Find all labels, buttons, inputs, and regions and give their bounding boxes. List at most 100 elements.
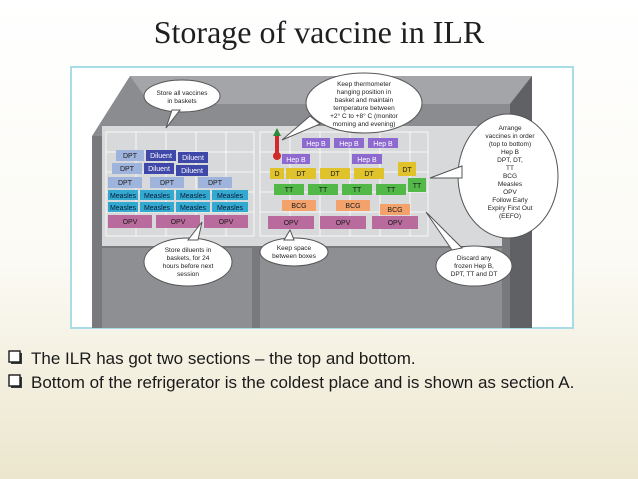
callout-keep-space: Keep space between boxes [259,228,329,267]
callout-line: between boxes [272,253,316,260]
box-label: Measles [180,193,207,200]
ilr-diagram: DPT Diluent Diluent DPT Diluent Diluent … [70,66,574,329]
box-label: TT [353,187,362,194]
box-label: Hep B [373,141,393,148]
box-measles [140,202,174,212]
box-label: OPV [336,220,351,227]
thermometer-icon [273,128,281,160]
box-opv [156,215,200,228]
box-label: OPV [388,220,403,227]
box-diluent [176,165,208,176]
callout-line: Discard any [457,255,492,262]
box-hepb [302,138,330,148]
box-tt [308,184,338,195]
callout-line: baskets, for 24 [167,255,210,262]
ilr-diagram-svg: DPT Diluent Diluent DPT Diluent Diluent … [70,66,574,329]
callout-line: Arrange [498,125,522,132]
callout-store-baskets: Store all vaccines in baskets [143,79,221,129]
box-label: Measles [144,193,171,200]
bullet-text: The ILR has got two sections – the top a… [31,349,416,368]
callout-line: DPT, DT, [497,157,523,164]
box-label: D [274,171,279,178]
box-label: OPV [123,219,138,226]
box-label: Measles [144,205,171,212]
callout-line: (EEFO) [499,213,521,220]
box-label: DT [296,171,306,178]
box-label: DPT [123,153,138,160]
box-label: DPT [208,180,223,187]
box-hepb [368,138,398,148]
box-measles [140,190,174,200]
box-opv [108,215,152,228]
box-measles [176,190,210,200]
callout-line: hanging position in [337,89,392,96]
callout-discard: Discard any frozen Hep B, DPT, TT and DT [425,211,513,287]
callout-line: Expiry First Out [488,205,533,212]
box-label: TT [319,187,328,194]
box-label: OPV [219,219,234,226]
box-measles [176,202,210,212]
box-label: DT [402,167,412,174]
box-dt [398,162,416,176]
callout-line: DPT, TT and DT [451,271,498,278]
box-hepb [352,154,382,164]
callout-line: Keep thermometer [337,81,392,88]
bullet-item: The ILR has got two sections – the top a… [8,348,628,369]
box-label: Diluent [148,166,170,173]
callout-line: Store all vaccines [157,90,209,97]
slide-title: Storage of vaccine in ILR [153,14,485,50]
callout-line: Follow Early [492,197,528,204]
box-tt [342,184,372,195]
box-label: Hep B [357,157,377,164]
box-opv [320,216,366,229]
box-label: BCG [387,207,402,214]
box-label: Diluent [181,168,203,175]
box-label: TT [387,187,396,194]
box-label: Hep B [306,141,326,148]
box-dt [270,168,284,179]
callout-thermometer: Keep thermometer hanging position in bas… [281,72,423,141]
callout-line: session [177,271,199,278]
box-label: Measles [110,193,137,200]
box-opv [372,216,418,229]
bullet-item: Bottom of the refrigerator is the coldes… [8,372,628,393]
bullet-list: The ILR has got two sections – the top a… [8,348,628,396]
box-diluent [178,152,208,163]
box-label: Hep B [339,141,359,148]
box-label: Diluent [150,153,172,160]
callout-line: +2° C to +8° C (monitor [330,112,399,120]
box-opv [204,215,248,228]
box-label: DPT [120,166,135,173]
callout-line: BCG [503,173,517,180]
box-label: Hep B [286,157,306,164]
box-label: Measles [217,205,244,212]
box-tt [274,184,304,195]
callout-line: TT [506,165,514,172]
box-dpt [112,163,142,174]
box-label: OPV [171,219,186,226]
box-tt [408,178,426,192]
callout-line: frozen Hep B, [454,263,494,270]
box-measles [212,190,248,200]
box-label: BCG [291,203,306,210]
box-dpt [198,177,232,188]
box-label: DPT [160,180,175,187]
box-label: TT [285,187,294,194]
box-measles [108,190,138,200]
checkbox-bullet-icon [8,350,22,364]
callout-line: temperature between [333,105,395,112]
callout-line: Measles [498,181,523,188]
box-label: Diluent [182,155,204,162]
box-label: Measles [217,193,244,200]
box-bcg [336,200,370,211]
callout-line: in baskets [167,98,197,105]
callout-line: basket and maintain [335,97,394,104]
callout-diluents: Store diluents in baskets, for 24 hours … [143,221,233,287]
box-label: Measles [180,205,207,212]
checkbox-bullet-icon [8,374,22,388]
box-label: TT [413,183,422,190]
callout-line: OPV [503,189,517,196]
box-label: DT [330,171,340,178]
box-label: DPT [118,180,133,187]
callout-line: vaccines in order [485,133,535,140]
